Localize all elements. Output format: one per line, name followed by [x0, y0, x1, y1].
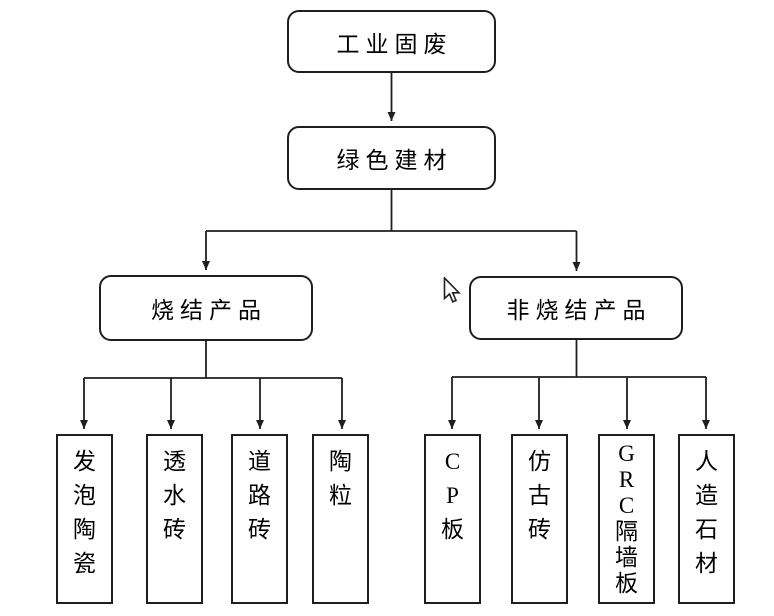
node-label: 烧结产品	[151, 298, 267, 323]
node-foamed-ceramics[interactable]: 发 泡 陶 瓷	[56, 434, 113, 604]
node-label: 非烧结产品	[506, 298, 652, 323]
node-industrial-solid-waste[interactable]: 工业固废	[287, 10, 496, 73]
node-antique-brick[interactable]: 仿 古 砖	[511, 434, 568, 604]
node-sintered-products[interactable]: 烧结产品	[99, 275, 313, 341]
node-road-brick[interactable]: 道 路 砖	[231, 434, 288, 604]
node-artificial-stone[interactable]: 人 造 石 材	[678, 434, 735, 604]
mouse-cursor-icon	[443, 277, 461, 303]
node-green-building-materials[interactable]: 绿色建材	[287, 126, 496, 190]
node-non-sintered-products[interactable]: 非烧结产品	[469, 276, 683, 340]
node-label: 工业固废	[336, 31, 453, 57]
node-ceramsite[interactable]: 陶 粒	[312, 434, 369, 604]
node-label: 绿色建材	[336, 148, 453, 173]
node-permeable-brick[interactable]: 透 水 砖	[146, 434, 203, 604]
node-cp-board[interactable]: C P 板	[424, 434, 481, 604]
node-grc-partition-board[interactable]: G R C 隔 墙 板	[598, 434, 655, 604]
